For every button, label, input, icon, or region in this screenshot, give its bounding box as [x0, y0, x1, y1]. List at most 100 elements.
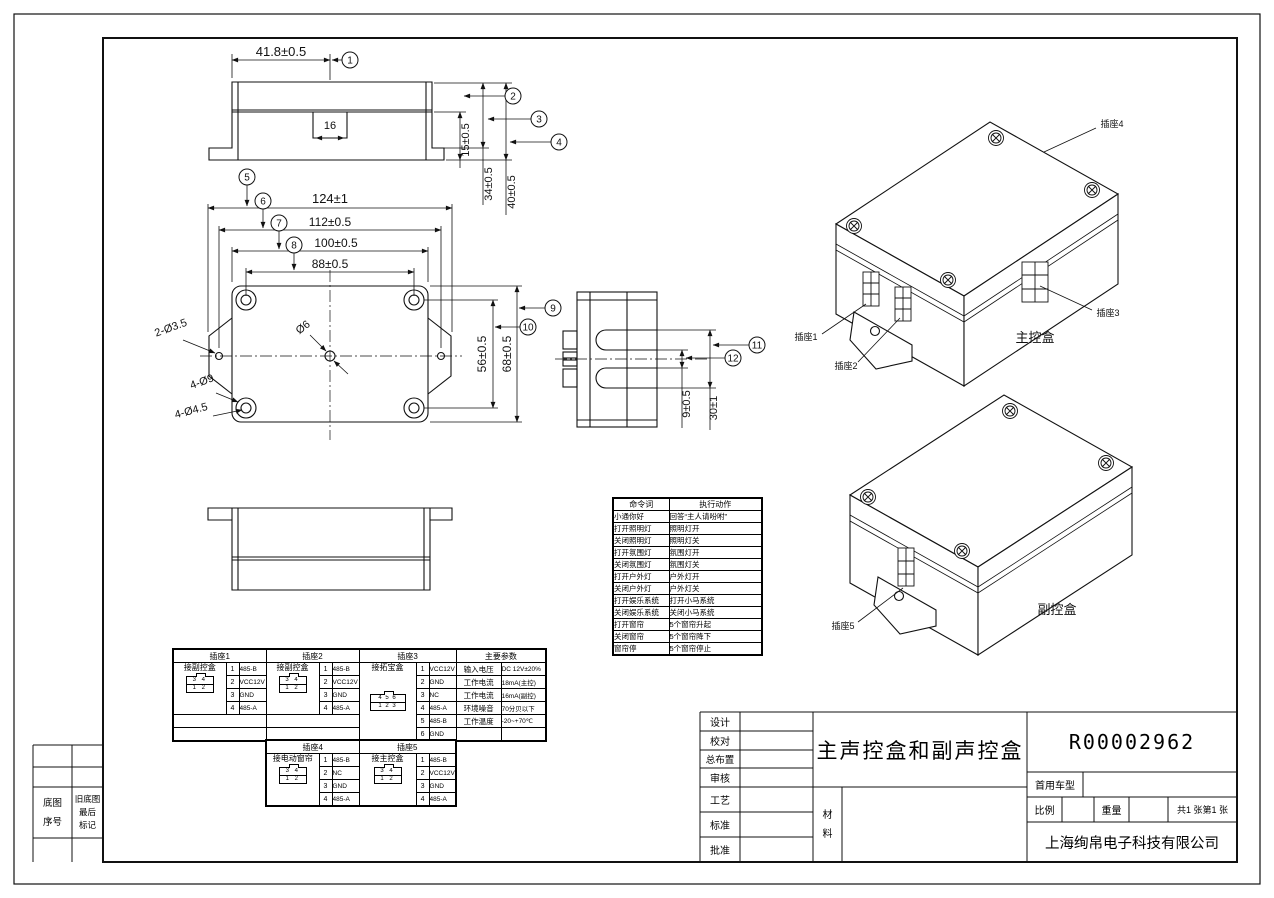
- callout-6: 6: [260, 197, 266, 208]
- callout-2: 2: [510, 92, 516, 103]
- section-view: [562, 291, 658, 428]
- j3-title: 插座3: [358, 648, 457, 663]
- dim-plan-w2: 112±0.5: [309, 215, 352, 229]
- callout-9: 9: [550, 304, 556, 315]
- title-block-process: 工艺: [710, 796, 730, 807]
- command-table: 命令词执行动作 小通你好回答“主人请吩咐” 打开照明灯照明灯开 关闭照明灯照明灯…: [612, 497, 763, 656]
- screw-icon: [860, 403, 1114, 559]
- dim-sect-gap: 9±0.5: [681, 390, 693, 417]
- j3-label: 接拓宝盒: [371, 663, 404, 672]
- j2-label: 接副控盒: [276, 663, 309, 673]
- plan-view-centerlines: [200, 270, 462, 440]
- bottom-view: [207, 507, 453, 591]
- title-block-layout: 总布置: [705, 755, 735, 766]
- dim-side-h3: 40±0.5: [506, 175, 518, 209]
- first-model-label: 首用车型: [1035, 781, 1075, 792]
- dim-hole-center: Ø6: [294, 318, 313, 336]
- dim-side-notch: 16: [324, 120, 336, 132]
- iso-j2-label: 插座2: [834, 360, 857, 371]
- dim-side-width: 41.8±0.5: [256, 44, 307, 59]
- table-row: 打开户外灯户外灯开: [612, 570, 763, 583]
- title-block-design: 设计: [710, 718, 730, 729]
- dim-plan-w3: 100±0.5: [314, 236, 358, 250]
- connector-block: [897, 547, 915, 587]
- plan-view-dims: [182, 185, 545, 423]
- table-row: 打开娱乐系统打开小马系统: [612, 594, 763, 607]
- callout-4: 4: [556, 138, 562, 149]
- table-row: 小通你好回答“主人请吩咐”: [612, 510, 763, 523]
- dim-plan-h2: 68±0.5: [500, 335, 514, 372]
- j1-label: 接副控盒: [183, 663, 216, 673]
- j5-title: 插座5: [358, 739, 457, 754]
- callout-10: 10: [522, 323, 534, 334]
- dim-side-h1: 15±0.5: [460, 123, 472, 157]
- title-block-approve: 批准: [710, 846, 730, 857]
- dim-hole-corner-outer: 4-Ø9: [188, 372, 215, 392]
- table-row: 关闭户外灯户外灯关: [612, 582, 763, 595]
- iso-j5-label: 插座5: [831, 620, 854, 631]
- dimension-texts: 41.8±0.5 16 15±0.5 34±0.5 40±0.5 124±1 1…: [153, 44, 720, 421]
- callout-11: 11: [752, 341, 763, 352]
- table-row: 关闭娱乐系统关闭小马系统: [612, 606, 763, 619]
- iso-j1-label: 插座1: [794, 331, 817, 342]
- title-block-audit: 审核: [710, 774, 730, 785]
- drawing-number: R00002962: [1068, 730, 1196, 754]
- iso-labels: 插座1 插座2 插座3 插座4 主控盒 插座5 副控盒: [794, 118, 1123, 631]
- j1-title: 插座1: [172, 648, 267, 663]
- title-block-check: 校对: [710, 737, 730, 748]
- cmd-header-action: 执行动作: [668, 497, 763, 511]
- corner-block-old-mark: 旧底图 最后 标记: [74, 794, 101, 830]
- dim-hole-wing: 2-Ø3.5: [153, 317, 189, 340]
- connector-block: [862, 261, 1049, 322]
- material-label: 材 料: [822, 809, 833, 840]
- callout-8: 8: [291, 241, 297, 252]
- callout-5: 5: [244, 173, 250, 184]
- iso-j4-label: 插座4: [1100, 118, 1123, 129]
- corner-block-base-no: 底图 序号: [42, 797, 62, 828]
- dim-hole-corner-inner: 4-Ø4.5: [173, 401, 209, 421]
- table-row: 打开照明灯照明灯开: [612, 522, 763, 535]
- j4-label: 接电动窗帘: [272, 754, 313, 763]
- callout-12: 12: [727, 354, 739, 365]
- side-view-dims: [231, 54, 551, 215]
- page-borders: [13, 13, 1261, 885]
- iso-sub-box: [848, 394, 1134, 657]
- weight-label: 重量: [1101, 806, 1122, 817]
- iso-main-box-label: 主控盒: [1015, 330, 1054, 345]
- j4-title: 插座4: [265, 739, 360, 754]
- callout-7: 7: [276, 219, 282, 230]
- dim-side-h2: 34±0.5: [483, 167, 495, 201]
- table-row: 关闭氛围灯氛围灯关: [612, 558, 763, 571]
- dim-plan-h1: 56±0.5: [475, 335, 489, 372]
- screw-icon: [846, 130, 1100, 288]
- table-row: 打开氛围灯氛围灯开: [612, 546, 763, 559]
- dim-plan-w1: 124±1: [312, 191, 348, 206]
- scale-label: 比例: [1034, 806, 1055, 817]
- title-block-standard: 标准: [710, 821, 730, 832]
- dim-sect-span: 30±1: [708, 396, 720, 420]
- section-view-dims: [657, 329, 749, 430]
- iso-sub-box-label: 副控盒: [1037, 602, 1076, 617]
- drawing-title: 主声控盒和副声控盒: [816, 739, 1024, 763]
- callout-1: 1: [347, 56, 353, 67]
- j2-title: 插座2: [265, 648, 360, 663]
- dim-plan-w4: 88±0.5: [312, 257, 349, 271]
- table-row: 关闭照明灯照明灯关: [612, 534, 763, 547]
- iso-main-box: [821, 121, 1120, 388]
- callout-balloons: 1 2 3 4 5 6 7 8 9 10 11 12: [238, 51, 766, 367]
- cmd-header-word: 命令词: [612, 497, 670, 511]
